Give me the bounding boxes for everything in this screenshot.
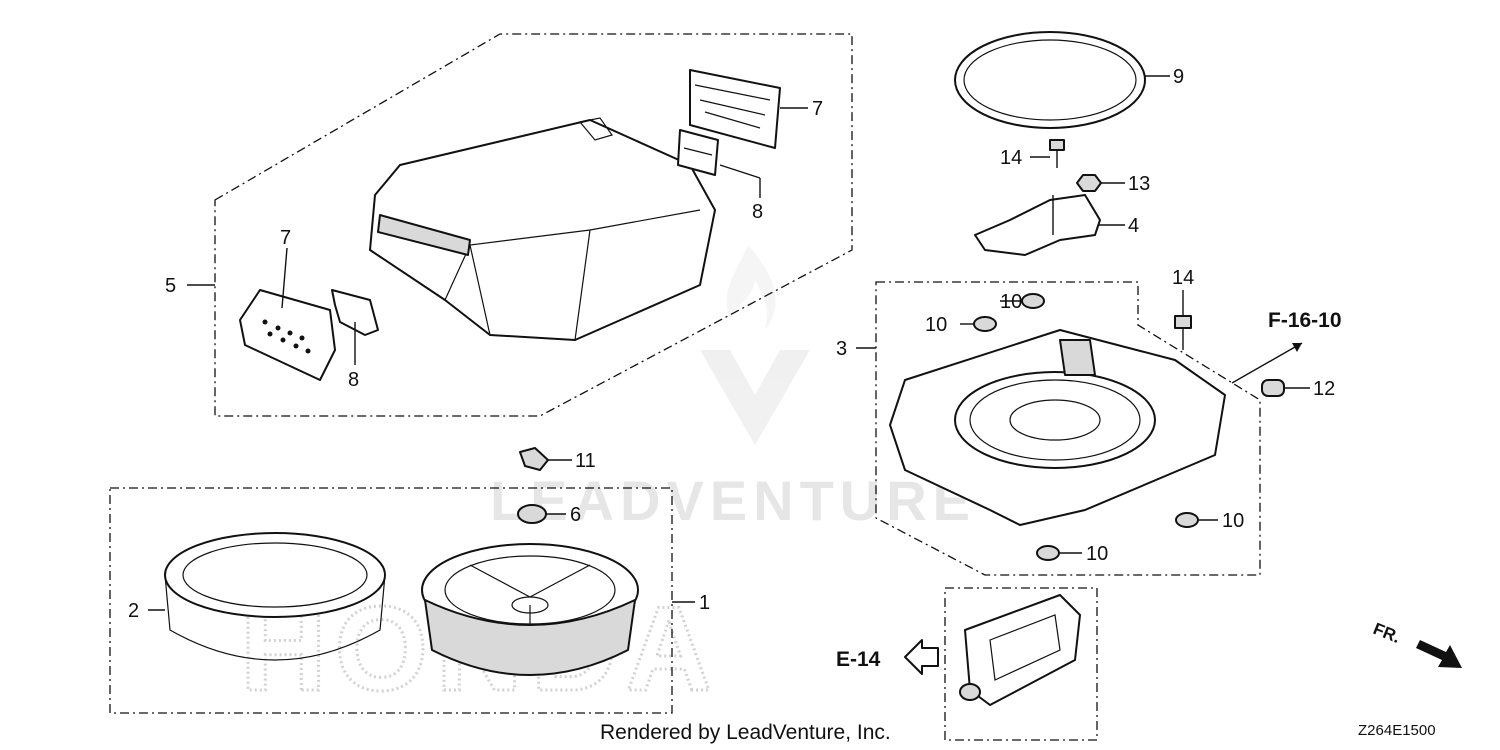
leader-f16-10 xyxy=(1231,342,1303,384)
reference-f16-10[interactable]: F-16-10 xyxy=(1268,309,1342,332)
clip-top xyxy=(677,129,719,176)
grommet-10-a xyxy=(1021,293,1045,309)
group-outline-5 xyxy=(214,33,853,417)
company-watermark: LEADVENTURE xyxy=(490,469,976,532)
grommet-10-b xyxy=(973,316,997,332)
callout-14-top: 14 xyxy=(1000,147,1022,169)
group-outline-1 xyxy=(109,487,673,714)
reference-e14[interactable]: E-14 xyxy=(836,648,881,671)
grommet-10-d xyxy=(1036,545,1060,561)
bracket xyxy=(974,194,1101,256)
callout-8-top: 8 xyxy=(752,201,763,223)
elbow-outline xyxy=(944,587,1098,741)
arrow-e14-icon xyxy=(904,639,939,675)
bolt-right xyxy=(1174,315,1192,350)
callout-10-c: 10 xyxy=(1222,510,1244,532)
front-direction-label: FR. xyxy=(1371,619,1404,647)
callout-2: 2 xyxy=(128,600,139,622)
intake-elbow xyxy=(959,594,1081,706)
callout-1: 1 xyxy=(699,592,710,614)
outer-filter xyxy=(164,532,386,661)
leader-lines xyxy=(148,75,1310,611)
latch-plate-left xyxy=(239,289,336,381)
latch-plate-top xyxy=(689,69,781,149)
diagram-code: Z264E1500 xyxy=(1358,722,1436,739)
callout-7-left: 7 xyxy=(280,227,291,249)
filter-element xyxy=(421,543,639,676)
collar xyxy=(1261,379,1285,397)
callout-9: 9 xyxy=(1173,66,1184,88)
callout-6: 6 xyxy=(570,504,581,526)
air-cleaner-case xyxy=(889,329,1226,526)
callout-4: 4 xyxy=(1128,215,1139,237)
air-cleaner-cover xyxy=(369,117,716,341)
callout-3: 3 xyxy=(836,338,847,360)
grommet-10-c xyxy=(1175,512,1199,528)
clip-left xyxy=(331,289,379,336)
callout-14-right: 14 xyxy=(1172,267,1194,289)
callout-10-b: 10 xyxy=(925,314,947,336)
arrow-f16-10-icon xyxy=(1292,343,1302,352)
gasket-ring xyxy=(954,31,1146,129)
render-credit: Rendered by LeadVenture, Inc. xyxy=(600,721,891,744)
nut xyxy=(1076,174,1102,192)
callout-11: 11 xyxy=(575,450,596,472)
callout-8-left: 8 xyxy=(348,369,359,391)
callout-12: 12 xyxy=(1313,378,1335,400)
callout-7-top: 7 xyxy=(812,98,823,120)
group-outline-3 xyxy=(875,281,1261,576)
bolt-top xyxy=(1049,139,1065,168)
grommet-6 xyxy=(517,504,547,524)
callout-10-d: 10 xyxy=(1086,543,1108,565)
callout-10-a: 10 xyxy=(1000,291,1022,313)
callout-5: 5 xyxy=(165,275,176,297)
watermark-logo xyxy=(700,245,810,445)
front-direction-arrow-icon xyxy=(1416,640,1462,668)
clip-11 xyxy=(519,447,549,471)
callout-13: 13 xyxy=(1128,173,1150,195)
